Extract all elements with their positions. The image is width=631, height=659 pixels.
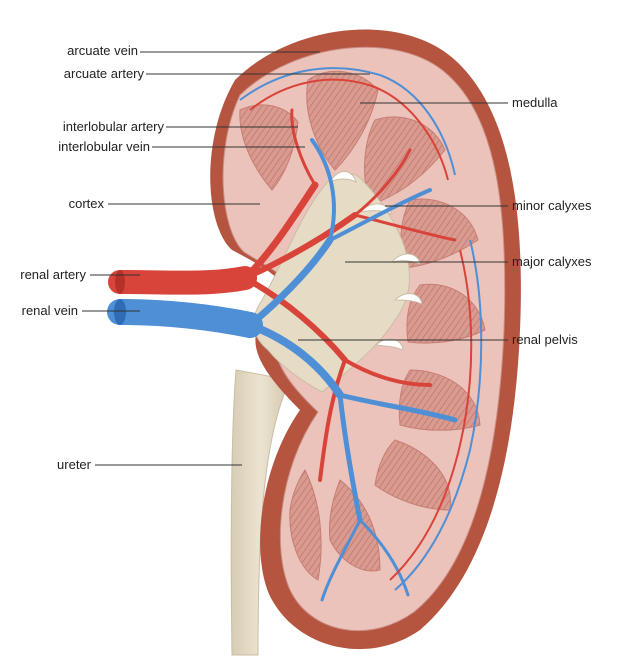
label-arcuate-vein: arcuate vein [67, 43, 138, 59]
label-renal-pelvis: renal pelvis [512, 332, 578, 348]
label-renal-artery: renal artery [20, 267, 86, 283]
renal-artery-opening [115, 270, 125, 294]
label-interlobular-artery: interlobular artery [63, 119, 164, 135]
label-medulla: medulla [512, 95, 558, 111]
label-interlobular-vein: interlobular vein [58, 139, 150, 155]
label-arcuate-artery: arcuate artery [64, 66, 144, 82]
label-major-calyxes: major calyxes [512, 254, 591, 270]
label-renal-vein: renal vein [22, 303, 78, 319]
label-ureter: ureter [57, 457, 91, 473]
label-cortex: cortex [69, 196, 104, 212]
renal-vein-opening [114, 299, 126, 325]
label-minor-calyxes: minor calyxes [512, 198, 591, 214]
